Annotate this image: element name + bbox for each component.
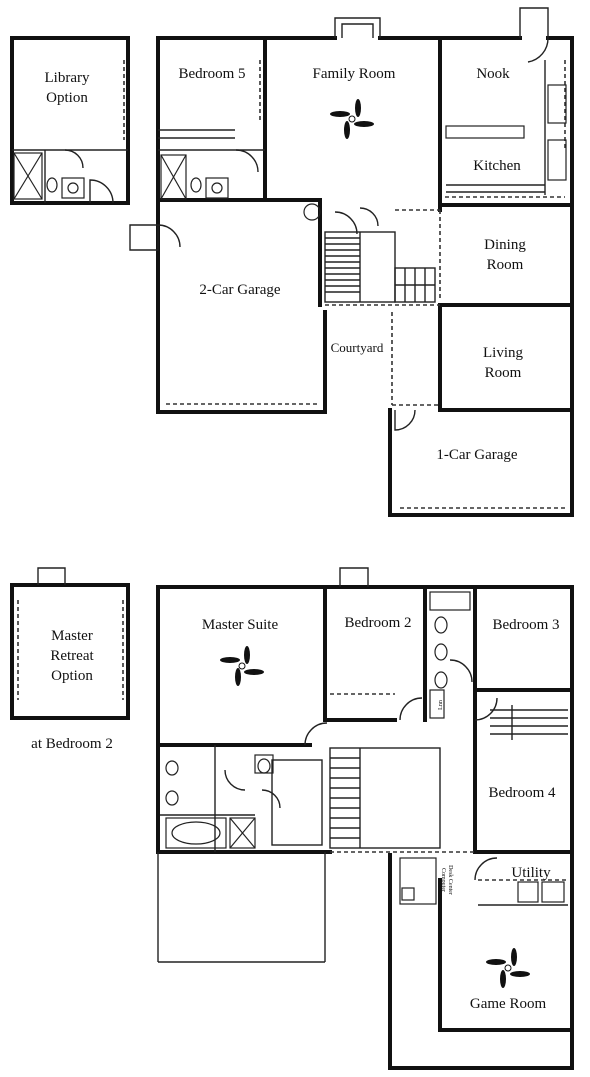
garage-entry-door [129, 224, 181, 251]
computer-desk-label-line2: Desk Center [447, 865, 453, 895]
family-room-label: Family Room [313, 66, 396, 82]
living-room-label-line1: Living [483, 345, 523, 361]
one-car-garage-label: 1-Car Garage [436, 447, 518, 463]
nook-label: Nook [476, 66, 510, 82]
bedroom-3-label: Bedroom 3 [492, 617, 559, 633]
first-floor-stairs [303, 203, 436, 303]
hall-bath: Lnn [429, 591, 473, 719]
master-retreat-label-line3: Option [51, 668, 93, 684]
family-room-ceiling-fan-icon [330, 99, 374, 139]
master-retreat-option-module: Master Retreat Option [10, 567, 130, 720]
master-bath [160, 745, 323, 852]
second-floor-stairs [329, 747, 441, 849]
bedroom-5-bath [158, 129, 265, 200]
dining-room-label-line2: Room [487, 257, 524, 273]
bedroom-2-fireplace [339, 567, 369, 587]
at-bedroom-2-caption: at Bedroom 2 [31, 736, 113, 752]
master-retreat-label-line2: Retreat [50, 648, 94, 664]
second-floor-plan: Master Retreat Option at Bedroom 2 [10, 567, 574, 1070]
bedroom-3-door [474, 697, 498, 721]
bedroom-4-closet [490, 705, 568, 740]
courtyard-label: Courtyard [331, 340, 384, 355]
library-option-module: Library Option [10, 36, 130, 205]
utility-room-fixtures [474, 857, 568, 906]
computer-desk-center: Computer Desk Center [399, 857, 453, 905]
bedroom-4-label: Bedroom 4 [488, 785, 556, 801]
one-car-garage-door [394, 409, 416, 431]
kitchen-label: Kitchen [473, 158, 521, 174]
master-suite-ceiling-fan-icon [220, 646, 264, 686]
linen-label: Lnn [438, 700, 444, 710]
game-room-ceiling-fan-icon [486, 948, 530, 988]
master-retreat-label-line1: Master [51, 628, 93, 644]
utility-label: Utility [511, 865, 551, 881]
living-room-label-line2: Room [485, 365, 522, 381]
bedroom-5-label: Bedroom 5 [178, 66, 245, 82]
kitchen-fixtures [445, 7, 567, 195]
library-option-label-line1: Library [45, 70, 90, 86]
library-option-label-line2: Option [46, 90, 88, 106]
second-floor-dashed-openings [330, 693, 568, 881]
game-room-label: Game Room [470, 996, 547, 1012]
first-floor-plan: Library Option [10, 7, 574, 517]
second-floor-walls [156, 585, 574, 1070]
bedroom-2-door [399, 697, 423, 721]
bedroom-2-label: Bedroom 2 [344, 615, 411, 631]
master-suite-label: Master Suite [202, 617, 279, 633]
first-floor-dashed-openings [166, 60, 566, 509]
dining-room-label-line1: Dining [484, 237, 526, 253]
two-car-garage-label: 2-Car Garage [199, 282, 281, 298]
computer-desk-label-line1: Computer [440, 868, 446, 892]
first-floor-walls [156, 36, 574, 517]
family-room-fireplace [334, 17, 381, 38]
master-suite-door [304, 722, 328, 746]
